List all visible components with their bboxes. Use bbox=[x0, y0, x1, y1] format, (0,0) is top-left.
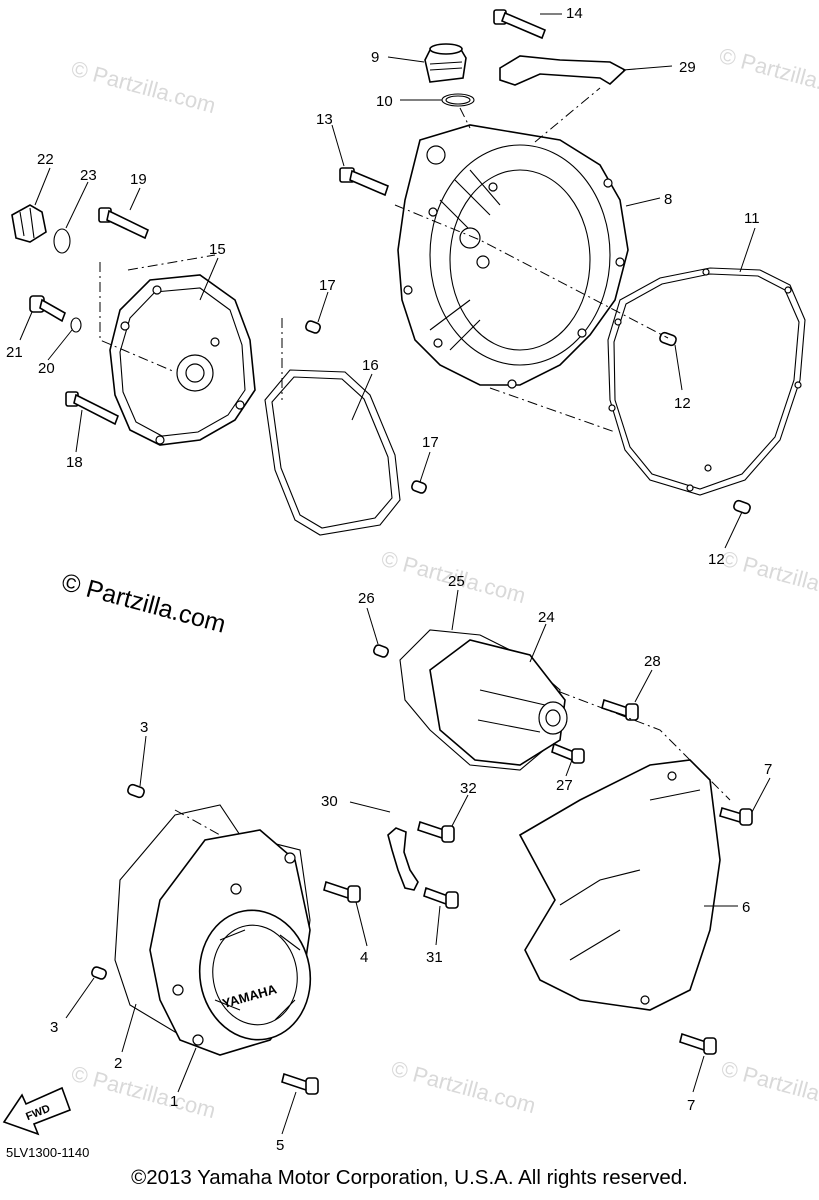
gasket-part-16 bbox=[264, 369, 401, 536]
callout-23: 23 bbox=[80, 167, 97, 184]
bolt-part-4 bbox=[323, 880, 361, 903]
bolt-part-14 bbox=[493, 9, 547, 40]
crankcase-cover-part-1: YAMAHA bbox=[149, 829, 312, 1056]
bolt-part-21 bbox=[29, 295, 66, 323]
washer-part-20 bbox=[70, 317, 82, 333]
callout-5: 5 bbox=[276, 1137, 284, 1154]
copyright-notice: ©2013 Yamaha Motor Corporation, U.S.A. A… bbox=[131, 1166, 688, 1189]
callout-3: 3 bbox=[140, 719, 148, 736]
gasket-part-11 bbox=[607, 267, 806, 496]
bolt-part-19 bbox=[98, 207, 150, 240]
bolt-part-13 bbox=[339, 167, 389, 197]
callout-6: 6 bbox=[742, 899, 750, 916]
callout-3: 3 bbox=[50, 1019, 58, 1036]
leader-lines bbox=[19, 13, 771, 1135]
clutch-cover-part-8 bbox=[397, 124, 629, 389]
callout-20: 20 bbox=[38, 360, 55, 377]
callout-27: 27 bbox=[556, 777, 573, 794]
callout-28: 28 bbox=[644, 653, 661, 670]
callout-12: 12 bbox=[708, 551, 725, 568]
callout-26: 26 bbox=[358, 590, 375, 607]
watermark: © Partzilla.com bbox=[719, 546, 819, 609]
callout-19: 19 bbox=[130, 171, 147, 188]
bolt-part-7 bbox=[719, 806, 753, 826]
bolt-part-31 bbox=[423, 886, 459, 909]
bracket-part-30 bbox=[387, 827, 419, 891]
callout-17: 17 bbox=[422, 434, 439, 451]
watermark: © Partzilla.com bbox=[389, 1056, 539, 1119]
o-ring-part-23 bbox=[53, 228, 71, 254]
bracket-part-29 bbox=[499, 55, 627, 86]
watermark: © Partzilla.com bbox=[69, 56, 219, 119]
callout-8: 8 bbox=[664, 191, 672, 208]
oil-filler-cap-part-9 bbox=[424, 43, 467, 83]
watermark: © Partzilla.com bbox=[719, 1056, 819, 1119]
callout-25: 25 bbox=[448, 573, 465, 590]
dowel-pin-part-26 bbox=[373, 644, 389, 658]
watermark: © Partzilla.com bbox=[717, 43, 819, 106]
bolt-part-32 bbox=[417, 820, 455, 843]
callout-7: 7 bbox=[764, 761, 772, 778]
callout-32: 32 bbox=[460, 780, 477, 797]
callout-13: 13 bbox=[316, 111, 333, 128]
callout-17: 17 bbox=[319, 277, 336, 294]
bolt-part-28 bbox=[601, 698, 639, 721]
callout-4: 4 bbox=[360, 949, 368, 966]
cover-part-6 bbox=[518, 759, 721, 1011]
bolt-part-5 bbox=[281, 1072, 319, 1095]
callout-labels: 14 9 10 13 29 8 11 12 12 22 23 19 15 17 … bbox=[6, 5, 772, 1154]
callout-11: 11 bbox=[744, 210, 760, 227]
callout-24: 24 bbox=[538, 609, 555, 626]
callout-7: 7 bbox=[687, 1097, 695, 1114]
bolt-part-7 bbox=[679, 1032, 717, 1055]
cover-part-15 bbox=[109, 274, 256, 446]
dowel-pins-part-17 bbox=[305, 320, 427, 494]
o-ring-part-10 bbox=[441, 93, 475, 107]
callout-1: 1 bbox=[170, 1093, 178, 1110]
bolt-part-27 bbox=[551, 742, 585, 764]
callout-16: 16 bbox=[362, 357, 379, 374]
dowel-pins-part-12 bbox=[659, 331, 751, 515]
callout-21: 21 bbox=[6, 344, 23, 361]
dowel-pins-part-3 bbox=[91, 783, 145, 980]
callout-14: 14 bbox=[566, 5, 583, 22]
callout-22: 22 bbox=[37, 151, 54, 168]
bolt-part-18 bbox=[65, 391, 120, 426]
callout-31: 31 bbox=[426, 949, 443, 966]
assembly-lines bbox=[99, 87, 731, 836]
callout-12: 12 bbox=[674, 395, 691, 412]
callout-29: 29 bbox=[679, 59, 696, 76]
pickup-cover-part-24 bbox=[429, 639, 568, 766]
callout-18: 18 bbox=[66, 454, 83, 471]
callout-10: 10 bbox=[376, 93, 393, 110]
fwd-arrow-icon: FWD bbox=[2, 1086, 72, 1136]
plug-part-22 bbox=[11, 204, 47, 243]
callout-15: 15 bbox=[209, 241, 226, 258]
callout-30: 30 bbox=[321, 793, 338, 810]
callout-9: 9 bbox=[371, 49, 379, 66]
diagram-code: 5LV1300-1140 bbox=[6, 1145, 90, 1160]
watermark: © Partzilla.com bbox=[69, 1061, 219, 1124]
callout-2: 2 bbox=[114, 1055, 122, 1072]
